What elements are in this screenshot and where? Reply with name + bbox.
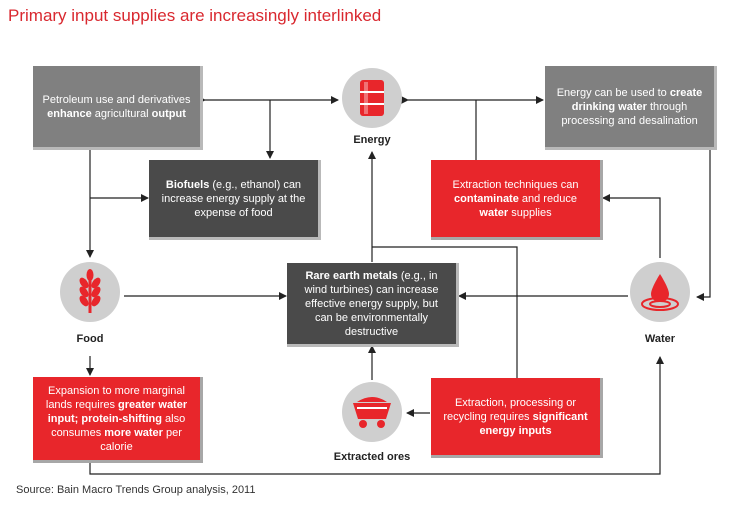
energy-label: Energy: [353, 134, 391, 146]
wheat-icon: [79, 269, 101, 313]
diagram-title: Primary input supplies are increasingly …: [8, 6, 382, 25]
water-label: Water: [644, 333, 676, 345]
link-water-extraction: [602, 194, 661, 258]
mine-cart-icon: [353, 397, 391, 428]
food-node: [60, 262, 120, 322]
box-energy-water: Energy can be used to create drinking wa…: [545, 66, 717, 150]
ores-label: Extracted ores: [333, 451, 411, 463]
water-node: [630, 262, 690, 322]
box-rare-earth: Rare earth metals (e.g., in wind turbine…: [287, 263, 459, 347]
oil-barrel-icon: [360, 80, 384, 116]
box-marginal-lands: Expansion to more marginal lands require…: [33, 377, 203, 463]
link-extraction-energy: [372, 246, 518, 378]
food-label: Food: [76, 333, 104, 345]
link-waterbox-water: [696, 150, 711, 301]
energy-node: [342, 68, 402, 128]
box-extraction-water: Extraction techniques can contaminate an…: [431, 160, 603, 240]
ores-node: [342, 382, 402, 442]
link-lands-water: [89, 356, 664, 475]
source-note: Source: Bain Macro Trends Group analysis…: [16, 484, 256, 496]
water-drop-icon: [641, 274, 679, 311]
box-extraction-energy: Extraction, processing or recycling requ…: [431, 378, 603, 458]
box-biofuels: Biofuels (e.g., ethanol) can increase en…: [149, 160, 321, 240]
box-petroleum: Petroleum use and derivatives enhance ag…: [33, 66, 203, 150]
